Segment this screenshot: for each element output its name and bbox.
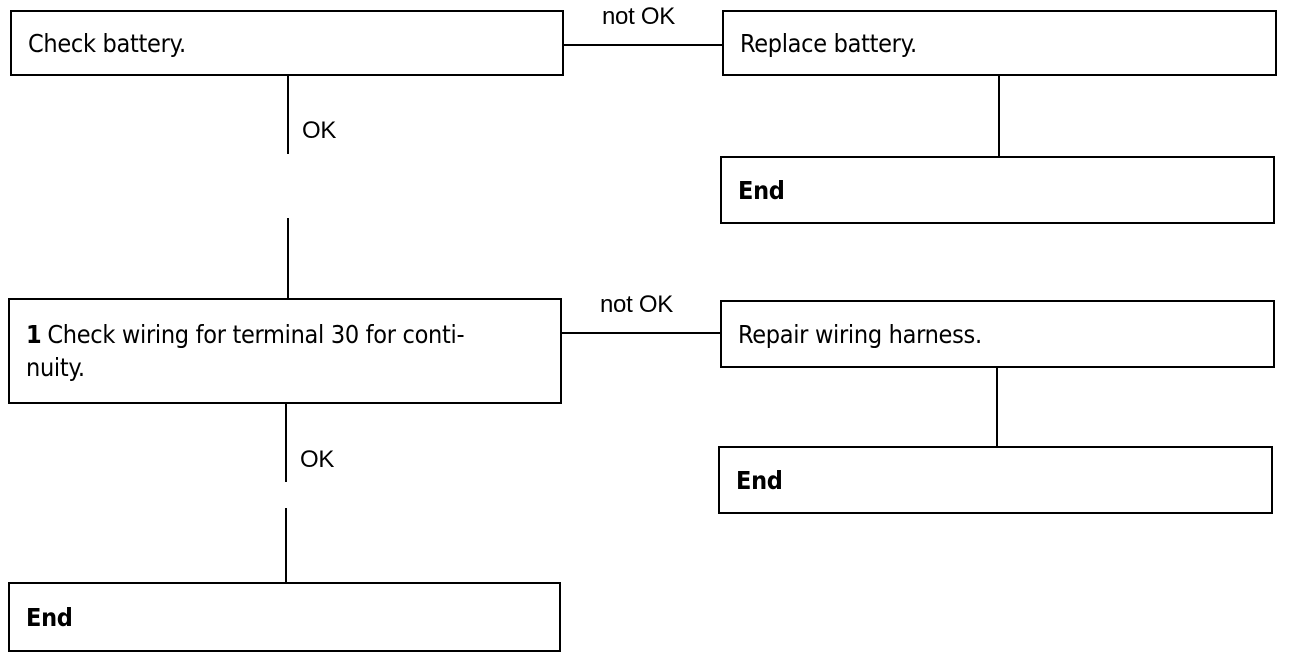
step-replace-battery-text: Replace battery.: [740, 28, 917, 58]
label-not-ok-2: not OK: [600, 291, 673, 318]
step-check-wiring-text: Check wiring for terminal 30 for conti-: [47, 320, 465, 349]
label-not-ok-1: not OK: [602, 3, 675, 30]
step-end-1: End: [720, 156, 1275, 224]
connector-battery-to-replace: [562, 44, 724, 46]
step-end-3-text: End: [26, 602, 73, 632]
label-ok-2: OK: [300, 446, 335, 473]
connector-repair-to-end: [996, 366, 998, 448]
step-end-1-text: End: [738, 175, 785, 205]
step-check-wiring-text-2: nuity.: [26, 353, 85, 382]
connector-battery-down-upper: [287, 76, 289, 154]
connector-replace-to-end: [998, 76, 1000, 158]
connector-wiring-to-repair: [562, 332, 722, 334]
step-check-battery: Check battery.: [10, 10, 564, 76]
step-end-2-text: End: [736, 465, 783, 495]
step-replace-battery: Replace battery.: [722, 10, 1277, 76]
connector-wiring-down-lower: [285, 508, 287, 584]
connector-battery-down-lower: [287, 218, 289, 300]
step-check-battery-text: Check battery.: [28, 28, 186, 58]
connector-wiring-down-upper: [285, 404, 287, 482]
step-end-2: End: [718, 446, 1273, 514]
step-repair-wiring-text: Repair wiring harness.: [738, 319, 982, 349]
label-ok-1: OK: [302, 117, 337, 144]
step-end-3: End: [8, 582, 561, 652]
step-check-wiring-number: 1: [26, 320, 42, 349]
step-repair-wiring: Repair wiring harness.: [720, 300, 1275, 368]
